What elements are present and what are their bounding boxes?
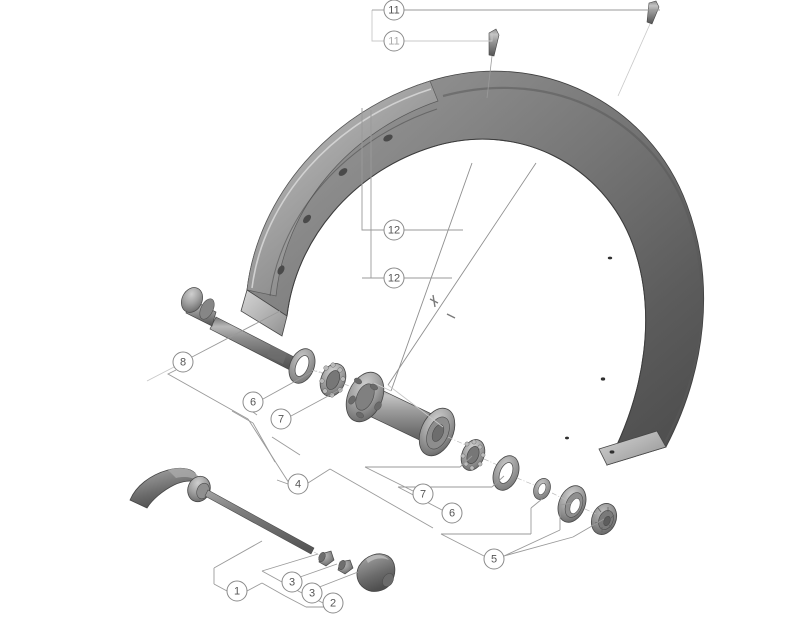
callout-circle (412, 483, 434, 505)
conical-spring-right (337, 559, 354, 575)
callout-bubble[interactable]: 3 (281, 571, 303, 593)
callout-label: 11 (388, 5, 399, 17)
spoke-nipple-marks (429, 294, 456, 319)
hub-shell (345, 371, 471, 457)
callout-label: 12 (388, 273, 400, 285)
callout-label: 7 (278, 414, 284, 426)
callout-bubble[interactable]: 12 (383, 267, 405, 289)
callout-label: 11 (388, 36, 399, 48)
ball-bearing-retainer-right (460, 439, 501, 471)
rim-and-tire-assembly (240, 70, 705, 466)
rim-inner-edge (286, 138, 647, 466)
rim-cut-face-left (240, 289, 288, 337)
callout-bubble[interactable]: 12 (383, 219, 405, 241)
callout-bubble[interactable]: 1 (226, 580, 248, 602)
callout-circle (301, 582, 323, 604)
leader-lines-left-group (146, 310, 344, 417)
callout-bubble[interactable]: 5 (483, 548, 505, 570)
callout-label: 6 (250, 397, 256, 409)
quick-release-adjusting-nut (356, 553, 396, 592)
callout-label: 8 (180, 357, 186, 369)
callout-label: 3 (309, 588, 315, 600)
leader-lines-item-4 (276, 468, 434, 529)
callout-label: 1 (234, 586, 240, 598)
callout-circle (226, 580, 248, 602)
cone-washer-right (492, 455, 535, 491)
callout-bubble[interactable]: 11 (383, 0, 405, 21)
bracket-left-group (167, 369, 301, 484)
rim-bed-highlight (251, 88, 432, 289)
callout-circle (172, 351, 194, 373)
callout-bubble[interactable]: 11 (383, 30, 405, 52)
rim-spoke-eyelets (277, 134, 393, 275)
quick-release-lever-skewer (129, 467, 331, 562)
callout-bubble[interactable]: 3 (301, 582, 323, 604)
callout-circle (270, 408, 292, 430)
callout-bubble[interactable]: 8 (172, 351, 194, 373)
callout-label: 6 (449, 508, 455, 520)
conical-spring-left (318, 550, 335, 567)
spokes-group (387, 162, 537, 392)
spoke-line-a (390, 162, 473, 392)
callout-label: 12 (388, 225, 400, 237)
rim-cut-face-right (598, 430, 667, 466)
callout-bubble[interactable]: 7 (412, 483, 434, 505)
callout-circle (242, 391, 264, 413)
callout-circle (441, 502, 463, 524)
callout-label: 4 (295, 479, 301, 491)
spoke-nipple-upper (486, 28, 500, 99)
rim-inner-bed (246, 80, 439, 297)
callout-bubble[interactable]: 2 (322, 592, 344, 614)
callout-circle (383, 30, 405, 52)
callout-label: 3 (289, 577, 295, 589)
spoke-nipple-right (617, 0, 660, 97)
rim-spoke-holes-far-side (565, 256, 615, 454)
callout-bubble[interactable]: 6 (441, 502, 463, 524)
callout-bubble[interactable]: 6 (242, 391, 264, 413)
ball-bearing-retainer-left (319, 362, 361, 398)
cone-locknut-set (533, 478, 618, 535)
rim-sidewall-band (442, 86, 704, 447)
callout-label: 7 (420, 489, 426, 501)
callout-circle (383, 219, 405, 241)
leader-lines-nipples (371, 9, 660, 42)
callouts-layer: 11 11 12 12 8 6 7 4 7 6 5 1 3 3 2 (172, 0, 505, 614)
callout-bubble[interactable]: 4 (287, 473, 309, 495)
spoke-line-b (387, 162, 537, 386)
callout-label: 2 (330, 598, 336, 610)
callout-circle (287, 473, 309, 495)
callout-bubble[interactable]: 7 (270, 408, 292, 430)
callout-circle (383, 0, 405, 21)
callout-circle (483, 548, 505, 570)
callout-circle (322, 592, 344, 614)
cone-washer-left (288, 348, 337, 384)
leader-lines-spokes (361, 108, 463, 279)
callout-label: 5 (491, 554, 497, 566)
bracket-risers-right (459, 455, 605, 557)
callout-circle (383, 267, 405, 289)
callout-circle (281, 571, 303, 593)
rim-bed-shadow-line (269, 108, 438, 297)
